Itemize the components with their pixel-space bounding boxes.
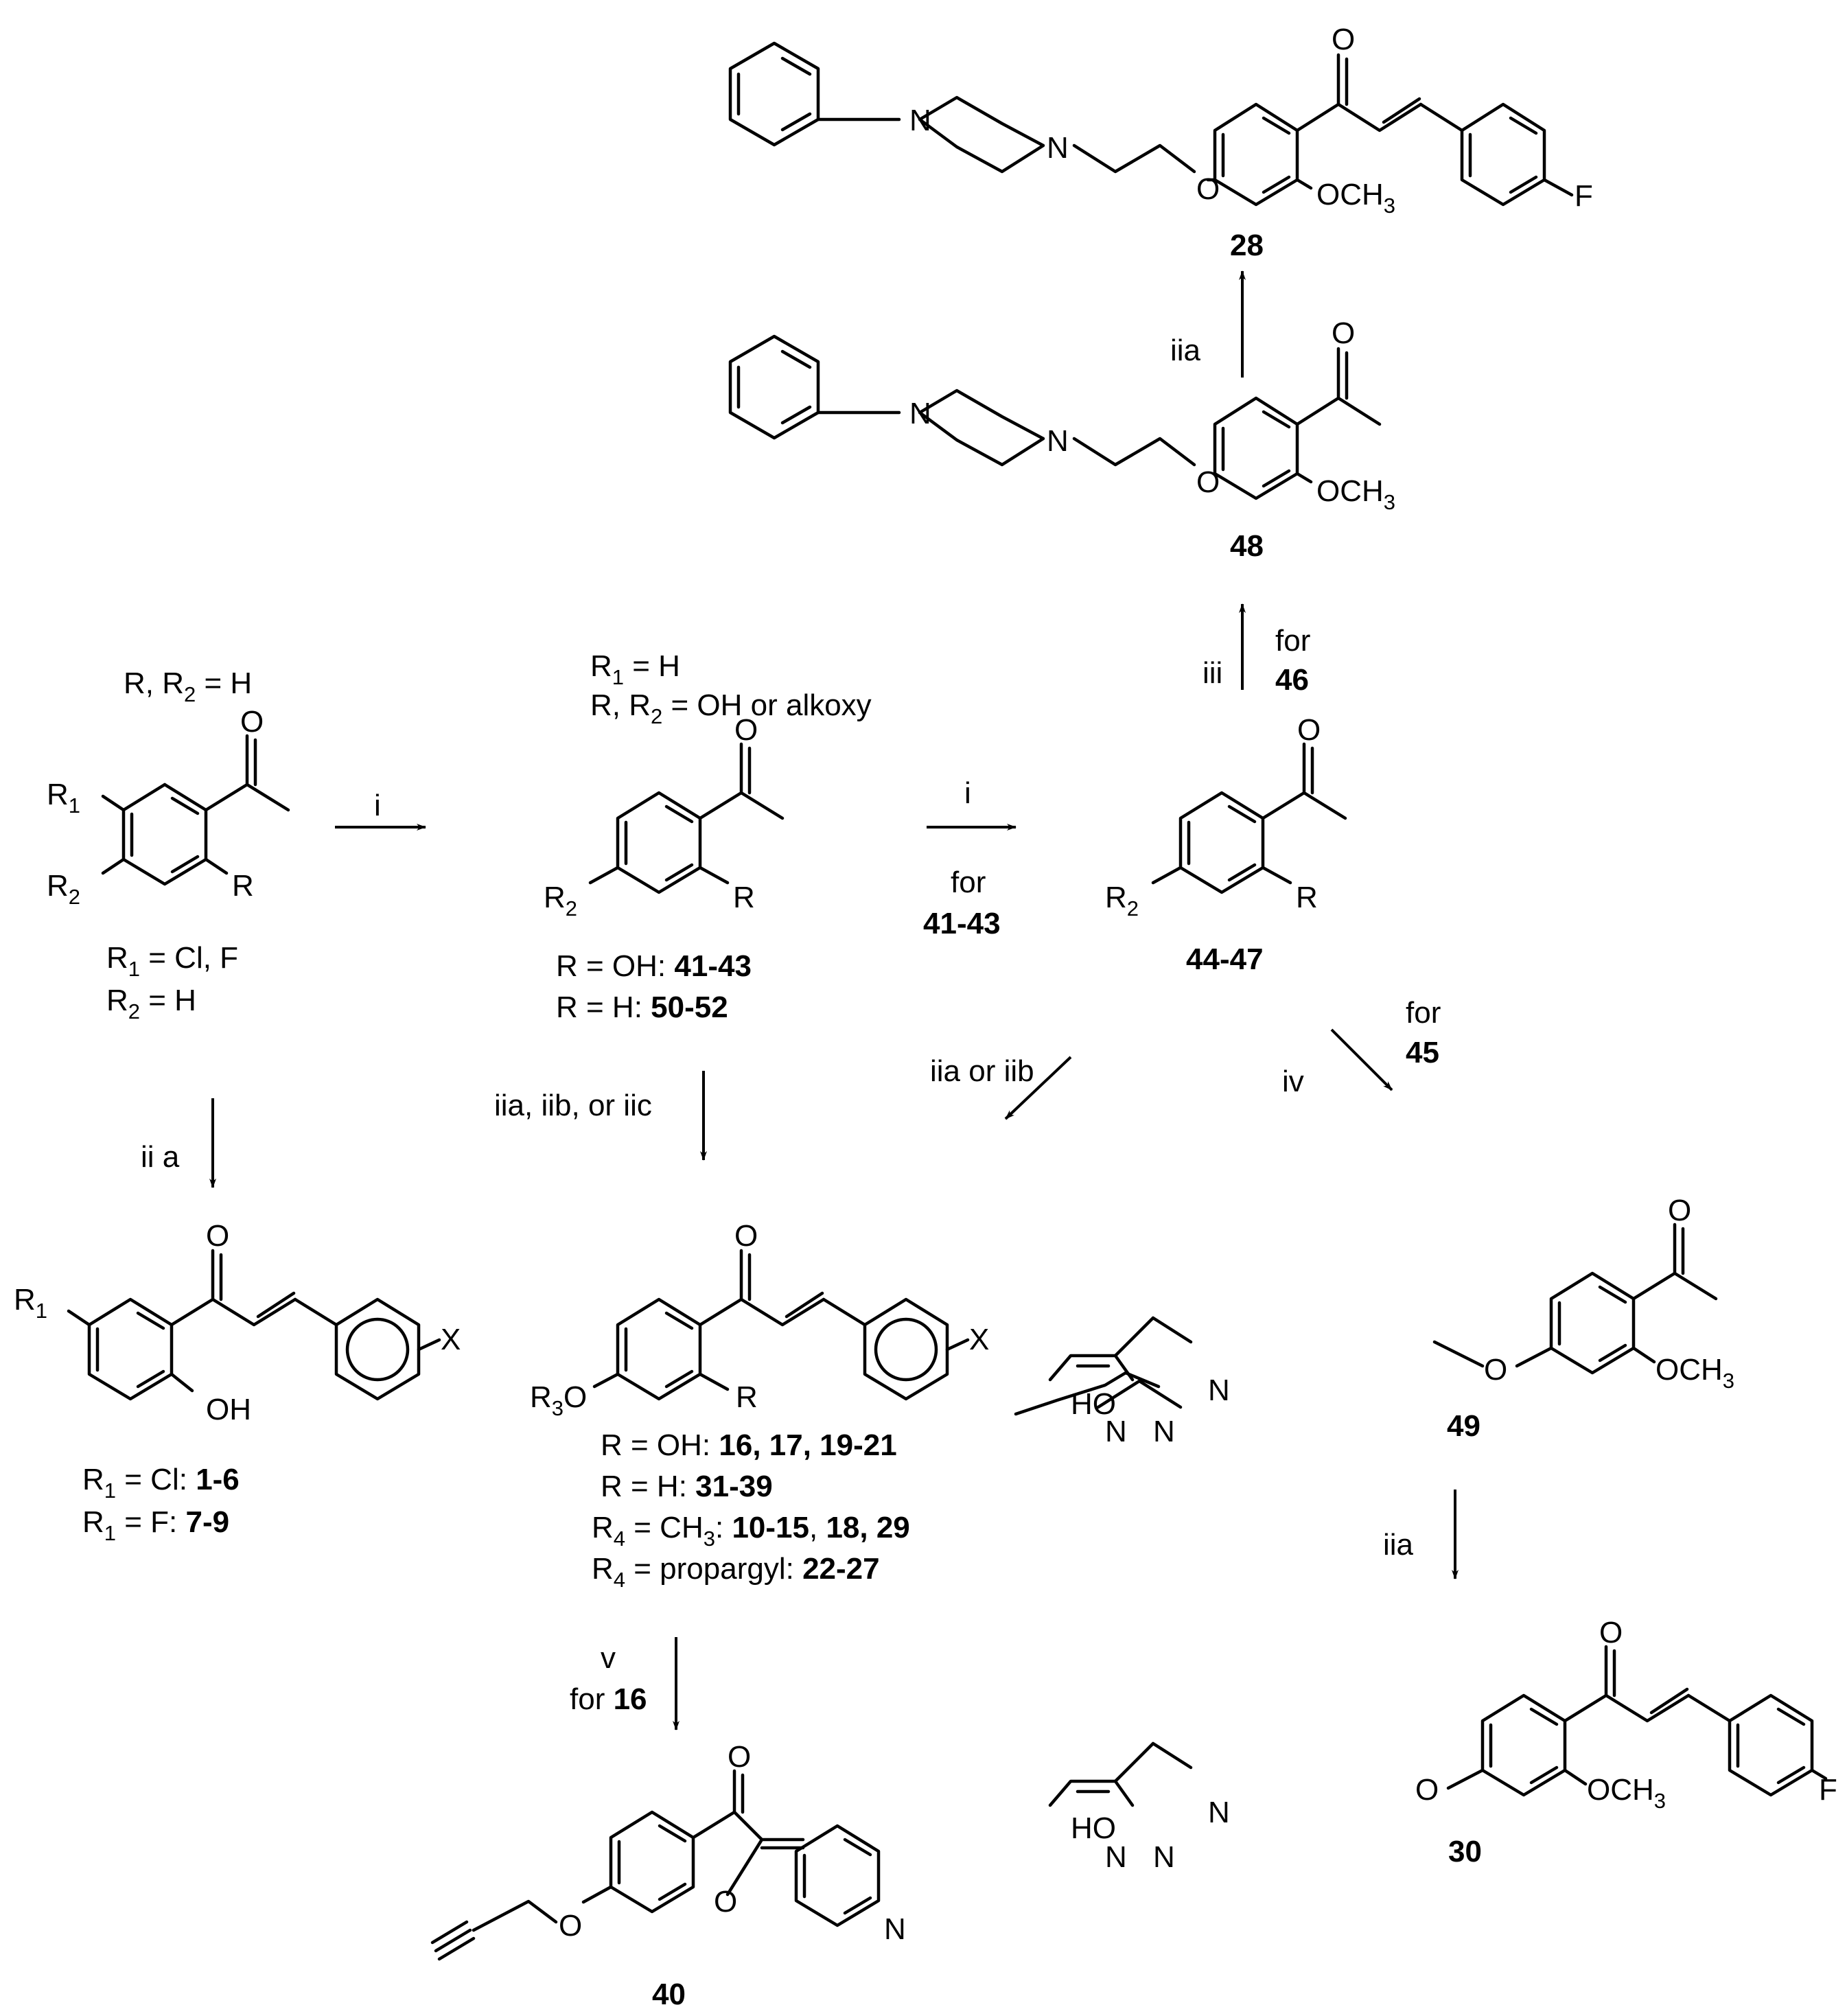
arrow-diag-label: iia or iib	[930, 1054, 1034, 1088]
compound-label: 30	[1448, 1835, 1482, 1868]
label-r4-propargyl: R4 = propargyl: 22-27	[592, 1552, 880, 1592]
compound-44-47: O R2 R 44-47	[1105, 713, 1347, 976]
arrow-iv	[1330, 1028, 1393, 1091]
n2-atom: N	[1105, 1840, 1127, 1874]
arrow-diag	[1004, 1056, 1072, 1120]
arrow-ii-a-label: ii a	[141, 1140, 180, 1174]
carbonyl-oxygen: O	[728, 1740, 751, 1774]
ether-oxygen: O	[1196, 172, 1220, 206]
carbonyl-oxygen: O	[1599, 1616, 1623, 1649]
starting-acetophenone: R, R2 = H O R1 R2 R R1 = Cl, F R2 = H	[47, 667, 290, 1023]
ho-label: HO	[1071, 1387, 1116, 1421]
ether-oxygen: O	[1484, 1353, 1507, 1387]
mid-top-condition-1: R1 = H	[590, 649, 680, 689]
r-label: R	[733, 881, 755, 914]
x-substituent: X	[969, 1323, 989, 1356]
carbonyl-oxygen: O	[734, 713, 758, 747]
n-atom-2: N	[1047, 424, 1069, 458]
r1-label: R1	[14, 1283, 47, 1323]
n-atom-1: N	[909, 104, 931, 137]
carbonyl-oxygen: O	[1668, 1194, 1691, 1227]
methoxy-label: OCH3	[1656, 1353, 1734, 1393]
r3o-label: R3O	[530, 1380, 587, 1420]
arrow-iia-right-label: iia	[1383, 1528, 1414, 1562]
x-substituent: X	[441, 1323, 461, 1356]
arrow-iv-compound: 45	[1406, 1036, 1439, 1069]
label-r-h: R = H: 31-39	[601, 1470, 773, 1503]
r-label: R	[1296, 881, 1318, 914]
carbonyl-oxygen: O	[734, 1219, 758, 1253]
compound-label: 48	[1230, 529, 1264, 563]
start-bottom-condition-2: R2 = H	[106, 984, 196, 1023]
n2-atom: N	[1105, 1415, 1127, 1448]
compound-28: N N O O OCH3 F 28	[728, 23, 1593, 262]
label-cl: R1 = Cl: 1-6	[82, 1463, 240, 1503]
compound-41-43: R1 = H R, R2 = OH or alkoxy O R2 R R = O…	[544, 649, 872, 1024]
carbonyl-oxygen: O	[206, 1219, 229, 1253]
arrow-iv-for: for	[1406, 996, 1441, 1030]
ether-oxygen: O	[1196, 465, 1220, 499]
n1-atom: N	[1208, 1796, 1230, 1829]
r2-label: R2	[1105, 881, 1139, 920]
methoxy-label: OCH3	[1587, 1773, 1666, 1813]
arrow-iia-top-label: iia	[1170, 334, 1201, 367]
pyridine-nitrogen: N	[884, 1912, 906, 1946]
arrow-v-label: v	[601, 1641, 616, 1675]
carbonyl-oxygen: O	[1297, 713, 1321, 747]
compound-label: 44-47	[1186, 942, 1264, 976]
compound-chalcones: O R3O R X R = OH: 16, 17, 19-21 R = H: 3…	[530, 1219, 989, 1592]
arrow-i-1-label: i	[374, 789, 381, 822]
arrow-iii-label: iii	[1203, 656, 1222, 690]
hydroxyl-label: OH	[206, 1393, 251, 1426]
n1-atom: N	[1208, 1374, 1230, 1407]
mid-top-condition-2: R, R2 = OH or alkoxy	[590, 688, 872, 728]
label-r-oh: R = OH: 41-43	[556, 949, 752, 983]
label-r-h: R = H: 50-52	[556, 990, 728, 1024]
carbonyl-oxygen: O	[1332, 316, 1355, 350]
r-label: R	[232, 869, 254, 903]
label-r-oh: R = OH: 16, 17, 19-21	[601, 1428, 897, 1462]
compound-label: 40	[652, 1978, 686, 2011]
ho-label: HO	[1071, 1811, 1116, 1845]
r2-label: R2	[47, 869, 80, 909]
label-r4-methyl: R4 = CH3: 10-15, 18, 29	[592, 1511, 910, 1551]
n3-atom: N	[1153, 1415, 1175, 1448]
arrow-i-2-for: for	[951, 866, 986, 899]
fluoro-label: F	[1575, 179, 1593, 213]
arrow-mid-label: iia, iib, or iic	[494, 1089, 652, 1122]
r2-label: R2	[544, 881, 577, 920]
methoxy-label: OCH3	[1316, 178, 1395, 218]
methoxy-label: OCH3	[1316, 474, 1395, 514]
compound-49: N HO N N O O OCH3 49	[1014, 1194, 1734, 1448]
r1-label: R1	[47, 778, 80, 818]
label-f: R1 = F: 7-9	[82, 1505, 229, 1545]
compound-label: 49	[1447, 1409, 1480, 1443]
arrow-iv-label: iv	[1282, 1065, 1304, 1098]
ring-oxygen: O	[714, 1885, 737, 1919]
n-atom-2: N	[1047, 131, 1069, 165]
reaction-arrows: iia iii for 46 i i for 41-43 ii a iia, i…	[141, 270, 1459, 1730]
compound-label: 28	[1230, 229, 1264, 262]
carbonyl-oxygen: O	[240, 705, 264, 739]
ether-oxygen: O	[1415, 1773, 1439, 1807]
carbonyl-oxygen: O	[1332, 23, 1355, 56]
arrow-i-2-label: i	[964, 776, 971, 810]
n-atom-1: N	[909, 397, 931, 430]
start-bottom-condition-1: R1 = Cl, F	[106, 941, 238, 981]
compound-40: O O O N 40	[430, 1740, 906, 2011]
arrow-iii-compound: 46	[1275, 663, 1309, 697]
compound-1-9: O R1 OH X R1 = Cl: 1-6 R1 = F: 7-9	[14, 1219, 461, 1545]
compound-30: N HO N N O O OCH3 F 30	[1048, 1616, 1837, 1874]
compound-48: N N O O OCH3 48	[728, 316, 1395, 563]
arrow-v-for: for 16	[570, 1682, 647, 1716]
ether-oxygen: O	[559, 1909, 582, 1943]
arrow-iii-for: for	[1275, 624, 1310, 658]
arrow-i-2-compound: 41-43	[923, 907, 1001, 940]
start-top-condition: R, R2 = H	[124, 667, 252, 706]
r-label: R	[736, 1380, 758, 1414]
fluoro-label: F	[1819, 1773, 1837, 1807]
n3-atom: N	[1153, 1840, 1175, 1874]
